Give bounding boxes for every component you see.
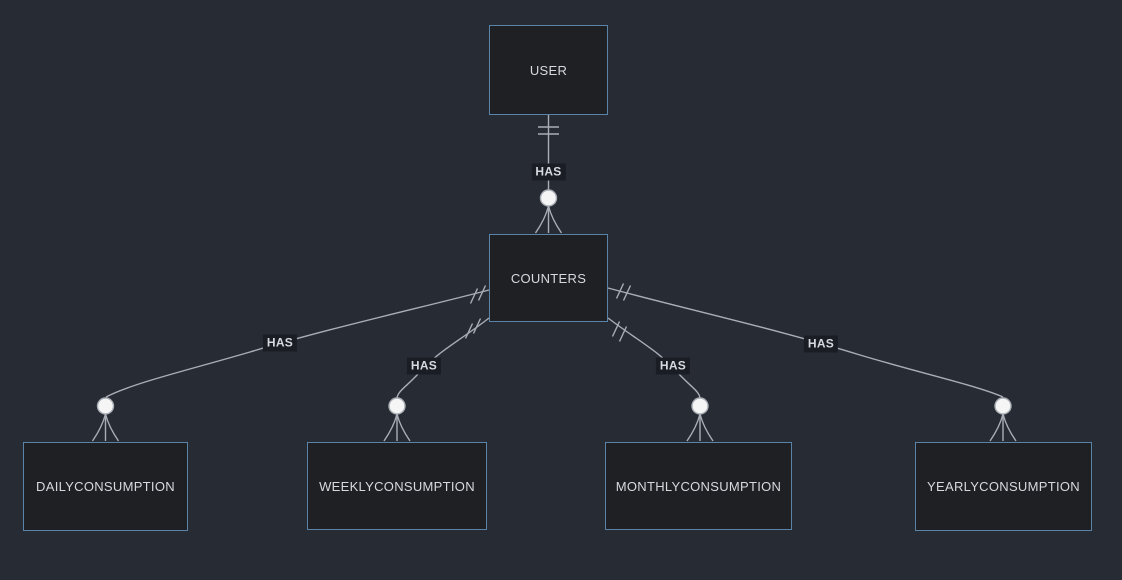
crow-foot-left	[91, 413, 107, 442]
relationship-label-counters-yearly: HAS	[803, 335, 839, 353]
relationship-label-counters-daily: HAS	[262, 334, 298, 352]
entity-label: YEARLYCONSUMPTION	[927, 479, 1080, 494]
entity-monthlyconsumption: MONTHLYCONSUMPTION	[605, 442, 792, 530]
relationship-label-counters-monthly: HAS	[655, 357, 691, 375]
crow-foot-right	[547, 205, 563, 234]
edge-counters-has-yearly	[607, 283, 1017, 442]
exactly-one-marker	[615, 283, 625, 299]
exactly-one-marker	[622, 285, 632, 301]
zero-or-more-circle	[691, 397, 709, 415]
exactly-one-marker	[611, 321, 621, 337]
exactly-one-marker	[618, 326, 628, 342]
entity-yearlyconsumption: YEARLYCONSUMPTION	[915, 442, 1092, 531]
exactly-one-marker	[464, 323, 474, 339]
edge-counters-has-monthly	[607, 317, 714, 442]
crow-foot-left	[383, 413, 398, 442]
entity-dailyconsumption: DAILYCONSUMPTION	[23, 442, 188, 531]
entity-counters: COUNTERS	[489, 234, 608, 322]
entity-label: USER	[529, 62, 568, 78]
crow-foot-right	[699, 413, 714, 442]
exactly-one-marker	[477, 285, 487, 301]
edge-counters-has-weekly	[383, 317, 490, 442]
zero-or-more-circle	[96, 397, 115, 415]
crow-foot-right	[1002, 413, 1017, 442]
crow-foot-right	[104, 413, 120, 442]
relationship-label-counters-weekly: HAS	[406, 357, 442, 375]
crow-foot-right	[396, 413, 411, 442]
entity-user: USER	[489, 25, 608, 115]
relationship-label-user-counters: HAS	[531, 163, 566, 181]
entity-label: DAILYCONSUMPTION	[36, 479, 175, 494]
exactly-one-marker	[469, 288, 479, 304]
crow-foot-left	[686, 413, 701, 442]
entity-label: MONTHLYCONSUMPTION	[615, 478, 782, 494]
zero-or-more-circle	[994, 397, 1012, 415]
entity-label: WEEKLYCONSUMPTION	[319, 478, 475, 494]
edge-line	[607, 287, 1004, 398]
zero-or-more-circle	[388, 397, 406, 415]
zero-or-more-circle	[539, 189, 558, 207]
crow-foot-left	[534, 205, 550, 234]
entity-label: COUNTERS	[510, 270, 587, 286]
crow-foot-left	[989, 413, 1004, 442]
entity-weeklyconsumption: WEEKLYCONSUMPTION	[307, 442, 487, 530]
edge-counters-has-daily	[91, 285, 490, 442]
exactly-one-marker	[472, 318, 482, 334]
edge-line	[105, 289, 490, 398]
